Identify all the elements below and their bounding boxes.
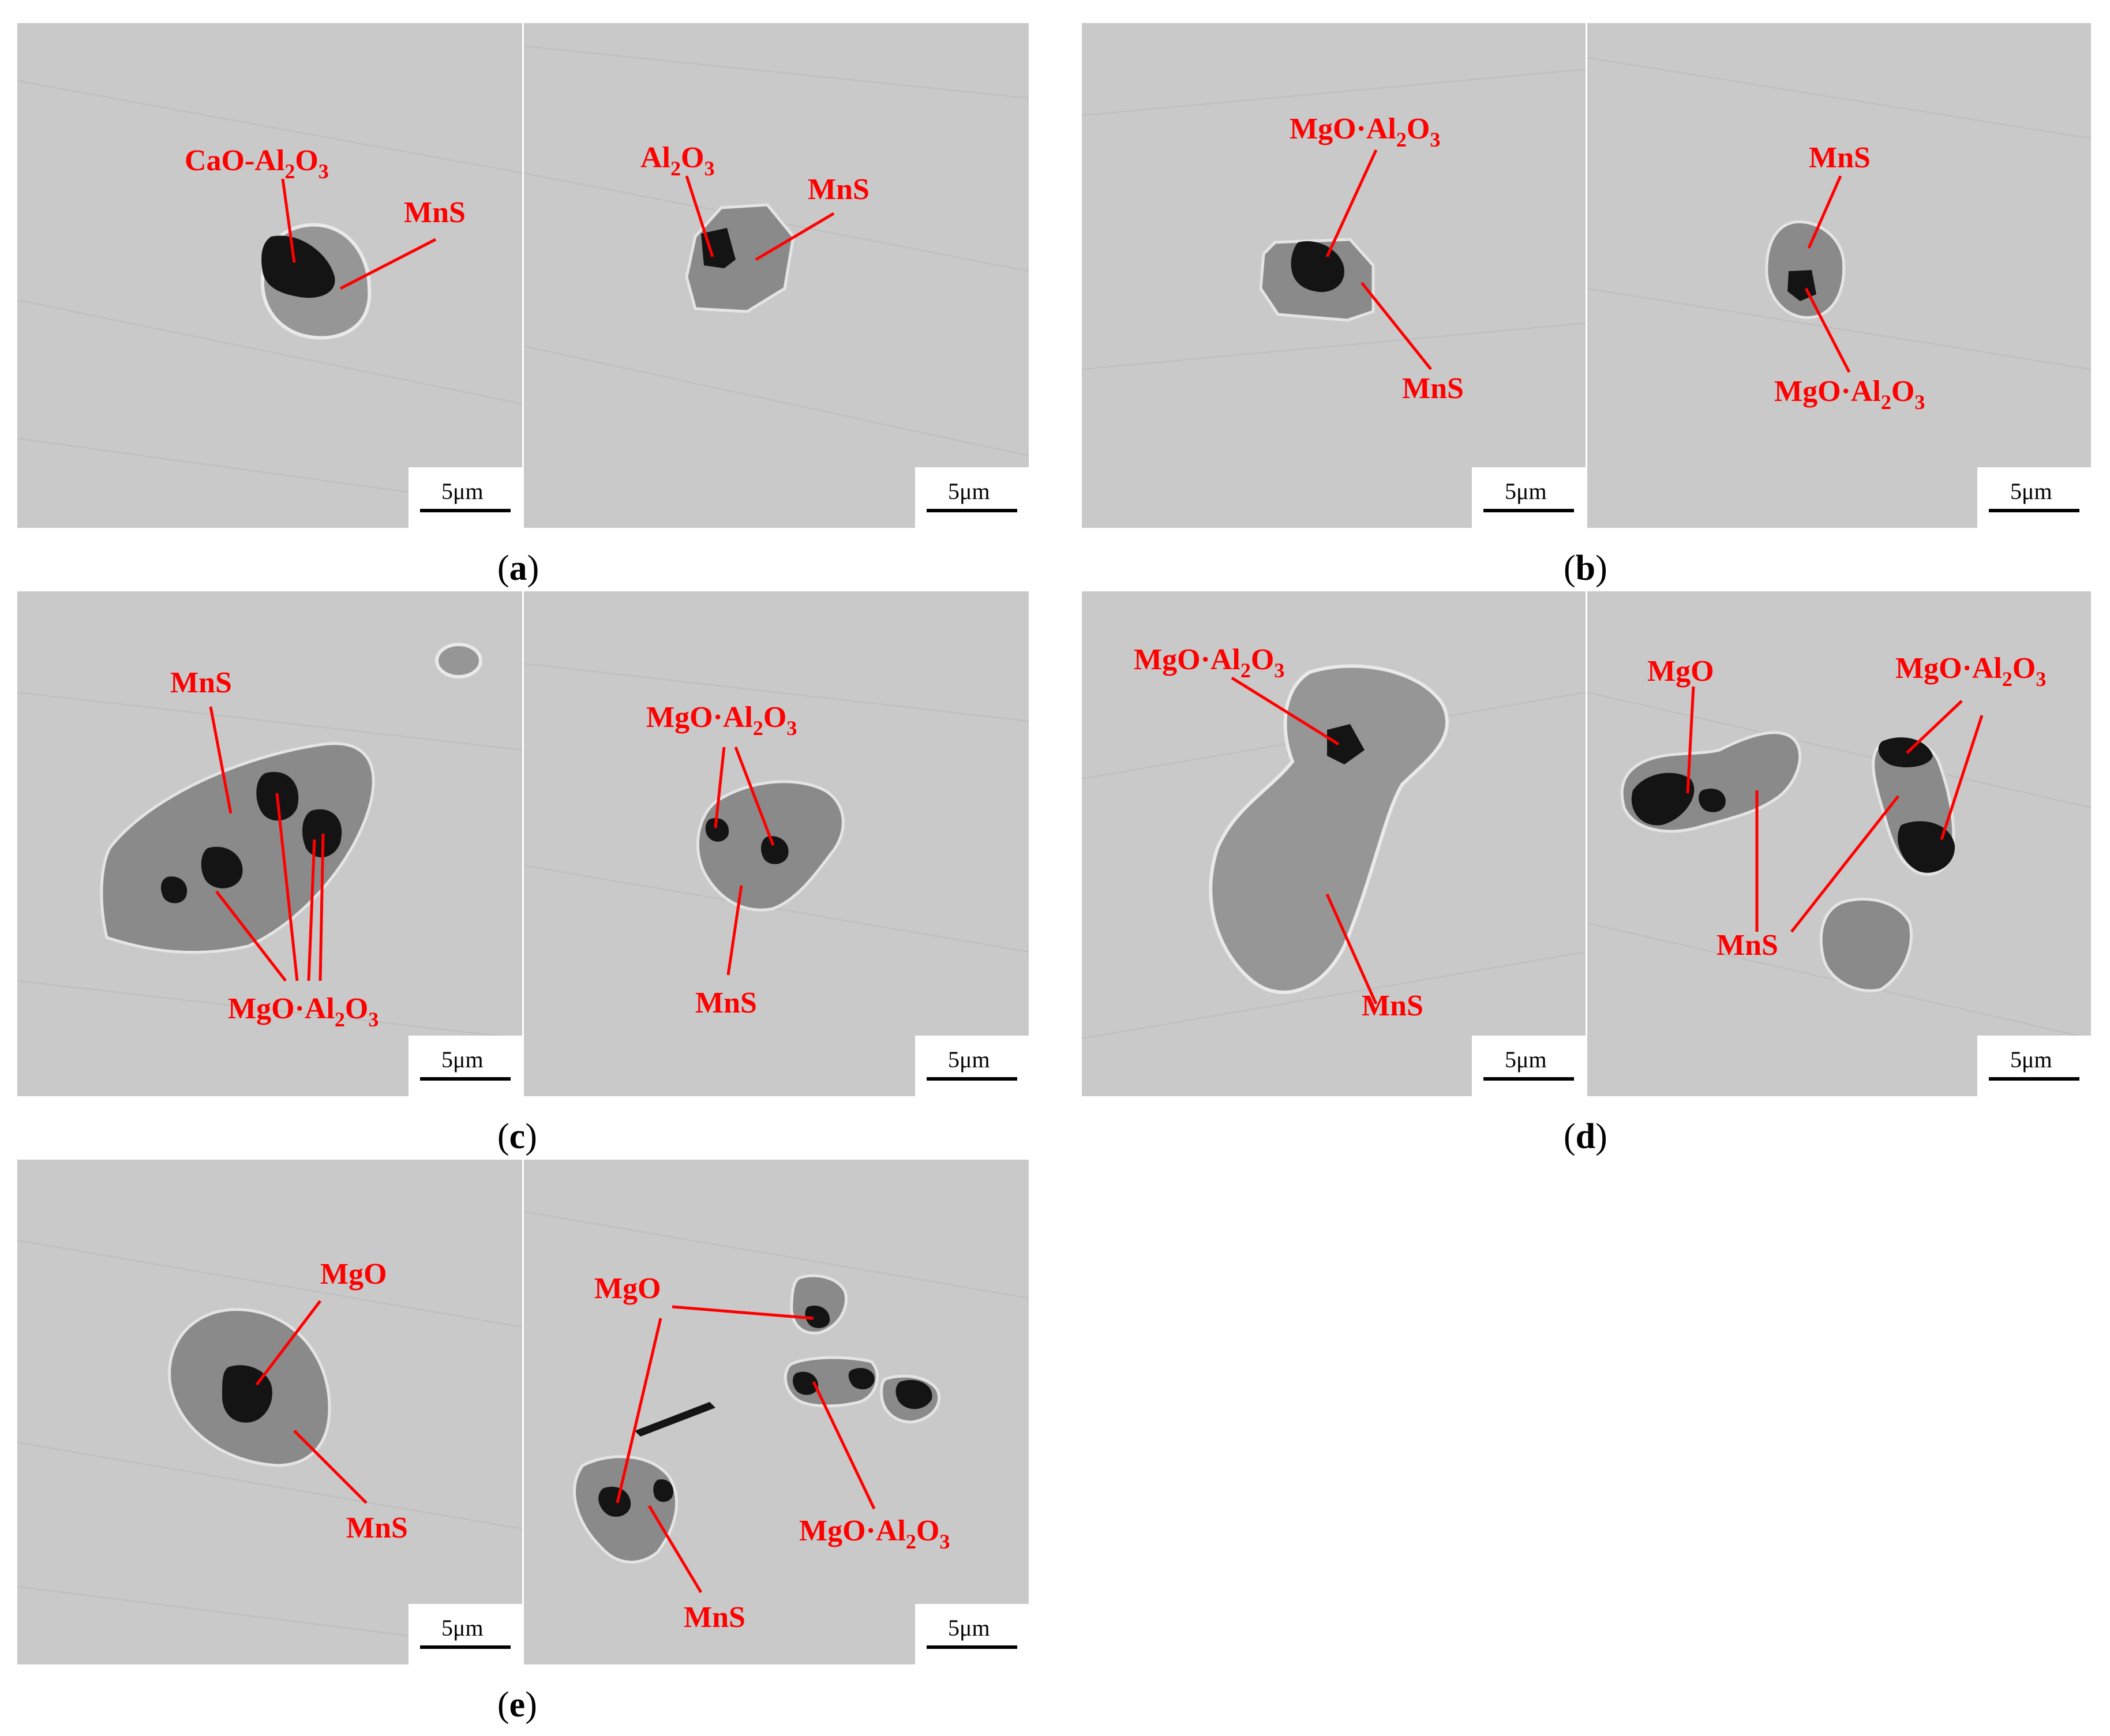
label-mns: MnS [1362, 989, 1423, 1022]
panel-c: MnS MgO·Al2O3 5μm MgO·Al2O3 MnS [17, 591, 1029, 1156]
label-mns: MnS [684, 1601, 745, 1634]
scale-bar: 5μm [915, 1604, 1029, 1664]
scale-bar: 5μm [1977, 1036, 2092, 1096]
mns-inclusion [1765, 220, 1846, 319]
panel-b-right-image: MnS MgO·Al2O3 5μm [1587, 23, 2092, 528]
caption-c: (c) [497, 1117, 537, 1156]
oxide-core [261, 235, 335, 298]
label-mns: MnS [1717, 929, 1778, 962]
label-mgo-al2o3: MgO·Al2O3 [1134, 643, 1284, 682]
oxide-core [701, 228, 736, 268]
scale-bar: 5μm [1472, 1036, 1586, 1096]
scale-bar: 5μm [408, 467, 523, 528]
oxide-core [1291, 241, 1344, 293]
oxide-core [848, 1368, 875, 1390]
caption-e: (e) [497, 1685, 537, 1724]
oxide-core [160, 876, 188, 903]
oxide-core [1878, 737, 1933, 767]
panel-c-right-image: MgO·Al2O3 MnS 5μm [523, 591, 1029, 1096]
panel-a: CaO-Al2O3 MnS 5μm Al2O3 MnS 5μm [17, 23, 1029, 588]
panel-d-right-image: MgO MgO·Al2O3 MnS 5μm [1587, 591, 2092, 1096]
panel-d-left-image: MgO·Al2O3 MnS 5μm [1081, 591, 1586, 1096]
oxide-core [1699, 788, 1726, 812]
oxide-core [201, 846, 243, 888]
svg-text:5μm: 5μm [948, 1047, 990, 1073]
svg-text:5μm: 5μm [441, 1047, 484, 1073]
panel-a-right-image: Al2O3 MnS 5μm [523, 23, 1029, 528]
svg-text:5μm: 5μm [948, 478, 990, 504]
scale-bar: 5μm [1472, 467, 1586, 528]
label-mns: MnS [346, 1512, 408, 1544]
svg-text:5μm: 5μm [2010, 1047, 2052, 1073]
panel-b: MgO·Al2O3 MnS 5μm MnS MgO·Al2O3 5μm [1081, 23, 2092, 588]
panel-e: MgO MnS 5μm MgO [17, 1160, 1029, 1724]
oxide-core [760, 836, 789, 864]
svg-text:5μm: 5μm [441, 1615, 484, 1641]
oxide-core [705, 818, 729, 842]
oxide-core [805, 1305, 830, 1328]
scale-bar: 5μm [915, 467, 1029, 528]
svg-text:5μm: 5μm [948, 1615, 990, 1641]
oxide-core [1898, 821, 1955, 873]
label-mgo-al2o3: MgO·Al2O3 [646, 701, 797, 740]
mns-inclusion [1209, 664, 1449, 994]
caption-d: (d) [1564, 1117, 1607, 1156]
panel-e-right-image: MgO MgO·Al2O3 MnS 5μm [523, 1160, 1029, 1664]
small-inclusion [435, 643, 482, 678]
label-mgo-al2o3: MgO·Al2O3 [228, 992, 378, 1031]
oxide-core [598, 1486, 631, 1517]
panel-c-left-image: MnS MgO·Al2O3 5μm [17, 591, 523, 1096]
oxide-core [653, 1479, 674, 1502]
label-mgo: MgO [320, 1258, 387, 1291]
svg-text:5μm: 5μm [2010, 478, 2052, 504]
label-mns: MnS [170, 666, 232, 699]
label-mgo-al2o3: MgO·Al2O3 [799, 1514, 950, 1553]
svg-text:5μm: 5μm [441, 478, 484, 504]
label-cao-al2o3: CaO-Al2O3 [185, 144, 329, 183]
scale-bar: 5μm [408, 1604, 523, 1664]
label-mgo: MgO [594, 1272, 661, 1305]
svg-text:5μm: 5μm [1505, 478, 1547, 504]
elongated-inclusion [635, 1402, 715, 1437]
caption-b: (b) [1564, 549, 1607, 588]
label-mns: MnS [404, 196, 466, 229]
caption-a: (a) [497, 549, 539, 588]
label-mns: MnS [1402, 372, 1464, 405]
panel-d: MgO·Al2O3 MnS 5μm MgO [1081, 591, 2092, 1156]
label-mgo-al2o3: MgO·Al2O3 [1895, 652, 2046, 691]
panel-b-left-image: MgO·Al2O3 MnS 5μm [1081, 23, 1586, 528]
oxide-core [302, 809, 342, 858]
label-al2o3: Al2O3 [640, 141, 714, 180]
label-mns: MnS [1809, 141, 1871, 174]
scale-bar: 5μm [1977, 467, 2092, 528]
oxide-core [895, 1379, 932, 1409]
label-mns: MnS [808, 173, 870, 206]
label-mgo-al2o3: MgO·Al2O3 [1774, 375, 1925, 414]
scale-bar: 5μm [915, 1036, 1029, 1096]
oxide-core [1327, 724, 1365, 764]
oxide-core [1631, 773, 1695, 826]
mns-inclusion [1819, 897, 1913, 992]
panel-e-left-image: MgO MnS 5μm [17, 1160, 523, 1664]
label-mns: MnS [695, 987, 757, 1019]
scale-bar: 5μm [408, 1036, 523, 1096]
svg-text:5μm: 5μm [1505, 1047, 1547, 1073]
label-mgo: MgO [1647, 655, 1714, 688]
oxide-core [793, 1371, 819, 1395]
panel-a-left-image: CaO-Al2O3 MnS 5μm [17, 23, 523, 528]
label-mgo-al2o3: MgO·Al2O3 [1290, 113, 1440, 151]
